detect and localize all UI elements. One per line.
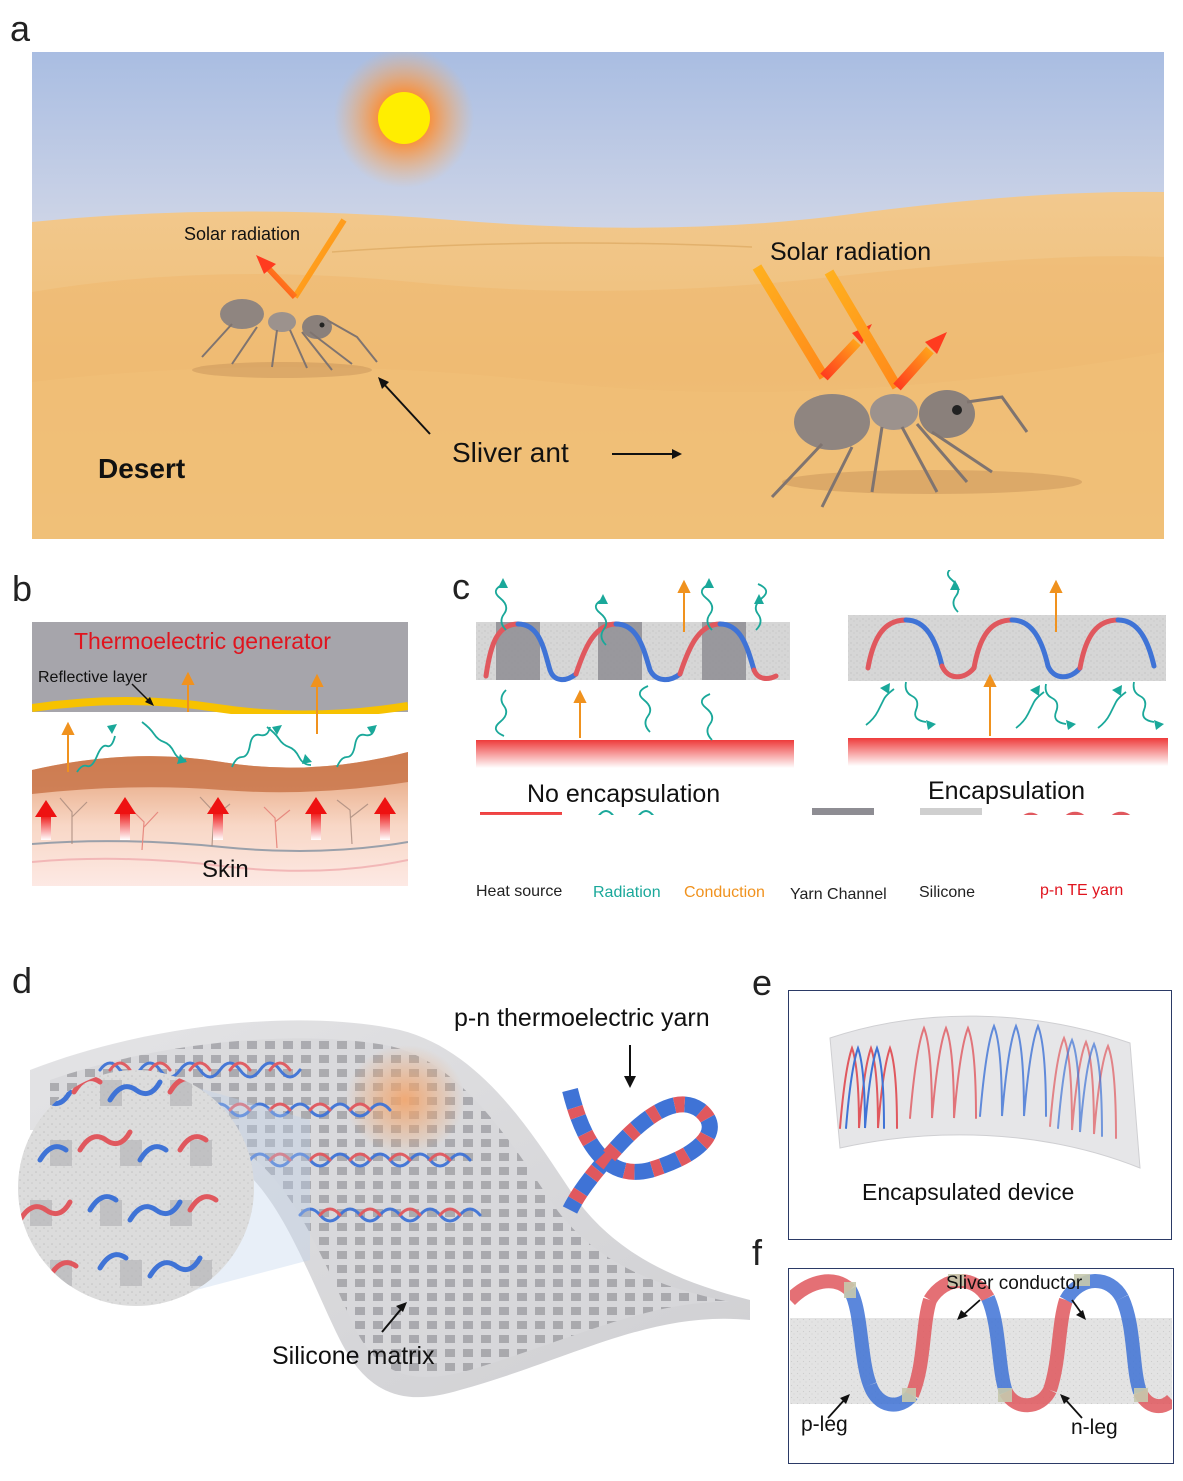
panel-c-letter: c bbox=[452, 566, 470, 607]
silicone-matrix-label: Silicone matrix bbox=[272, 1342, 435, 1370]
panel-c-comparison bbox=[476, 570, 1168, 815]
skin-label: Skin bbox=[202, 856, 249, 883]
small-solar-ray bbox=[256, 218, 347, 300]
pn-yarn-coil bbox=[562, 1088, 718, 1214]
zoom-circle bbox=[18, 1070, 254, 1306]
panel-f-yarn-closeup bbox=[790, 1274, 1172, 1419]
small-ant-icon bbox=[192, 299, 378, 378]
panel-a-letter: a bbox=[10, 8, 31, 49]
radiation-waves-b bbox=[76, 721, 376, 773]
sliver-conductor-label: Sliver conductor bbox=[946, 1273, 1083, 1294]
panel-e-frame bbox=[788, 990, 1172, 1240]
large-ant-icon bbox=[770, 390, 1082, 508]
legend-radiation-swatch bbox=[598, 810, 654, 815]
legend-te-yarn-label: p-n TE yarn bbox=[1040, 882, 1124, 899]
panel-a-desert-scene bbox=[32, 52, 1164, 539]
solar-radiation-large-label: Solar radiation bbox=[770, 238, 932, 266]
conduction-arrows-b bbox=[61, 671, 324, 772]
panel-f-frame bbox=[788, 1268, 1174, 1464]
panel-e-encapsulated-device bbox=[829, 1015, 1141, 1169]
legend-silicone-swatch bbox=[920, 808, 982, 815]
panel-d-letter: d bbox=[12, 960, 33, 1001]
teg-title: Thermoelectric generator bbox=[74, 628, 331, 654]
encapsulated-device-label: Encapsulated device bbox=[862, 1179, 1075, 1205]
encapsulation-label: Encapsulation bbox=[928, 777, 1086, 805]
sun-icon bbox=[378, 92, 430, 144]
reflective-layer-label: Reflective layer bbox=[38, 669, 148, 686]
ant-pointer-arrows bbox=[378, 377, 682, 459]
n-leg-label: n-leg bbox=[1071, 1416, 1118, 1439]
legend-heat-source-label: Heat source bbox=[476, 883, 563, 900]
panel-e-letter: e bbox=[752, 962, 773, 1003]
heat-source-left bbox=[476, 740, 794, 768]
legend-heat-source-swatch bbox=[480, 812, 562, 815]
no-encapsulation-label: No encapsulation bbox=[527, 780, 721, 808]
legend-te-yarn-swatch bbox=[1023, 811, 1131, 815]
pn-yarn-label: p-n thermoelectric yarn bbox=[454, 1004, 710, 1032]
legend-conduction-label: Conduction bbox=[684, 884, 765, 901]
reflective-layer-band bbox=[32, 697, 408, 719]
heat-source-right bbox=[848, 738, 1168, 766]
desert-label: Desert bbox=[98, 453, 186, 484]
legend-radiation-label: Radiation bbox=[593, 884, 661, 901]
panel-b-skin-diagram bbox=[32, 622, 408, 886]
panel-d-device-illustration bbox=[18, 1020, 750, 1398]
heat-up-arrows bbox=[35, 797, 396, 840]
large-solar-rays bbox=[752, 264, 947, 391]
legend-yarn-channel-swatch bbox=[812, 808, 874, 815]
solar-radiation-small-label: Solar radiation bbox=[184, 224, 301, 244]
legend-yarn-channel-label: Yarn Channel bbox=[790, 886, 887, 903]
sliver-ant-label: Sliver ant bbox=[452, 437, 569, 468]
legend-silicone-label: Silicone bbox=[919, 884, 976, 901]
p-leg-label: p-leg bbox=[801, 1413, 848, 1436]
panel-f-letter: f bbox=[752, 1232, 763, 1273]
panel-b-letter: b bbox=[12, 568, 33, 609]
